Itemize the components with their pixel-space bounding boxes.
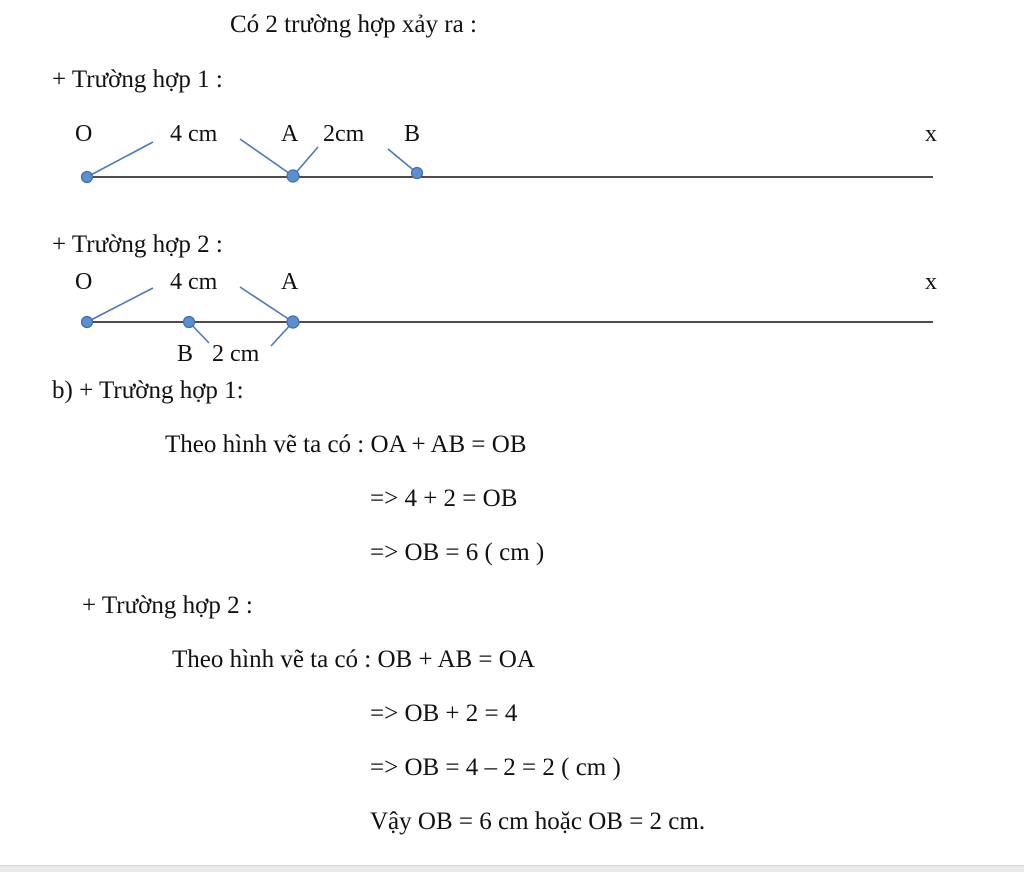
case2-label-o: O [75, 269, 93, 295]
case1-line2: => 4 + 2 = OB [370, 485, 518, 512]
case1-line1: Theo hình vẽ ta có : OA + AB = OB [165, 431, 527, 458]
case2-leader-o [86, 287, 154, 323]
case2-solution-title: + Trường hợp 2 : [82, 592, 253, 619]
page-bottom-edge [0, 865, 1024, 872]
case1-title: + Trường hợp 1 : [52, 66, 223, 93]
case2-line1: Theo hình vẽ ta có : OB + AB = OA [172, 646, 535, 673]
case1-point-o [80, 170, 94, 184]
case2-leader-oa [239, 286, 294, 323]
case2-point-o [80, 315, 94, 329]
case2-line3: => OB = 4 – 2 = 2 ( cm ) [370, 754, 621, 781]
case1-leader-b [387, 148, 418, 174]
case2-point-b [182, 315, 196, 329]
case1-line3: => OB = 6 ( cm ) [370, 539, 545, 566]
b-case1-title: b) + Trường hợp 1: [52, 377, 244, 404]
case1-point-b [410, 166, 424, 180]
case2-label-b: B [177, 341, 194, 367]
case1-point-a [286, 169, 300, 183]
case1-leader-o [86, 141, 154, 178]
conclusion: Vậy OB = 6 cm hoặc OB = 2 cm. [370, 808, 706, 835]
case1-label-a: A [281, 121, 299, 147]
case1-label-b: B [404, 121, 421, 147]
case1-label-x: x [925, 121, 937, 147]
case1-label-ab: 2cm [323, 121, 365, 147]
case2-point-a [286, 315, 300, 329]
case1-label-o: O [75, 121, 93, 147]
case1-label-oa: 4 cm [170, 121, 218, 147]
case1-leader-oa [239, 138, 294, 177]
case2-label-x: x [925, 269, 937, 295]
case1-ray-diagram [80, 138, 933, 184]
case2-label-oa: 4 cm [170, 269, 218, 295]
case2-title: + Trường hợp 2 : [52, 231, 223, 258]
case2-line2: => OB + 2 = 4 [370, 700, 518, 727]
case2-label-ab: 2 cm [212, 341, 260, 367]
case2-label-a: A [281, 269, 299, 295]
heading: Có 2 trường hợp xảy ra : [230, 11, 477, 38]
case2-ray-diagram [80, 286, 933, 347]
